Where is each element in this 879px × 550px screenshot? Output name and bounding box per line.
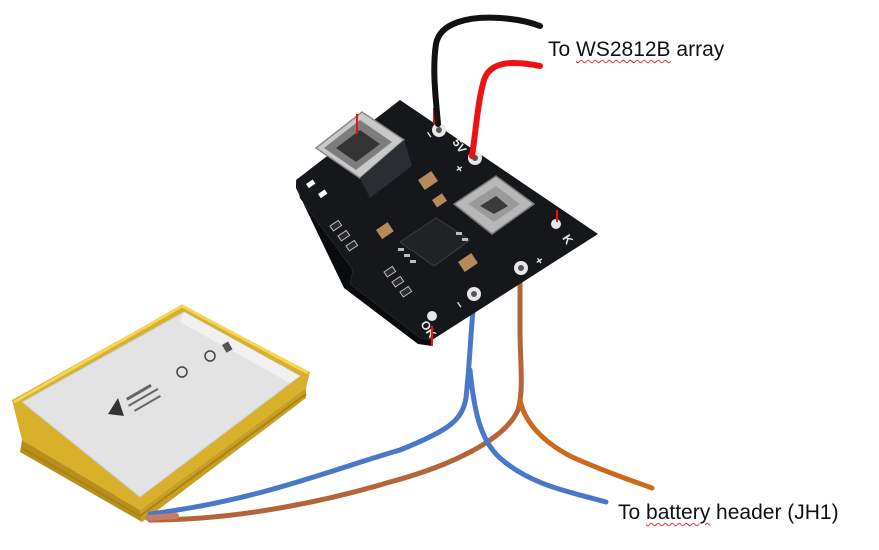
wire-black — [431, 14, 543, 127]
ic-pin — [410, 260, 416, 263]
resistor — [383, 265, 397, 278]
wire-red — [469, 59, 543, 159]
ic-chip — [399, 217, 471, 267]
label-ws-prefix: To — [548, 38, 577, 61]
lipo-battery — [12, 304, 310, 522]
label-ws-suffix: array — [670, 38, 725, 61]
board-pads — [427, 123, 561, 321]
leds — [305, 179, 328, 199]
led — [305, 179, 316, 189]
wire-blue-to-header — [467, 367, 609, 505]
label-bat-suffix: header (JH1) — [710, 501, 839, 524]
ic-pin — [404, 254, 410, 257]
battery-label-shade — [180, 312, 300, 383]
ic-pin — [398, 248, 404, 251]
print-line — [134, 395, 161, 412]
warning-triangle-icon — [108, 398, 124, 416]
recycle-icon — [204, 350, 216, 362]
print-line — [125, 384, 152, 401]
battery-edge-bottom — [21, 393, 307, 518]
output-wires — [431, 14, 543, 159]
bin-icon — [222, 341, 233, 353]
wire-orange-to-header — [517, 397, 655, 491]
inductor — [452, 175, 536, 235]
pad-negative-hole — [436, 127, 442, 133]
resistor — [391, 275, 405, 288]
battery-print — [108, 341, 233, 416]
capacitor — [417, 171, 438, 190]
label-ws2812b-array: To WS2812B array — [548, 38, 724, 62]
resistors — [329, 219, 413, 298]
label-pin-5v: 5V — [450, 136, 470, 156]
inductor-core — [480, 196, 508, 214]
pad-bat-plus-hole — [518, 265, 524, 271]
resistor — [329, 219, 343, 232]
led — [318, 189, 328, 199]
charger-board: − 5V + − + K OK — [296, 100, 598, 346]
wire-orange-to-board — [147, 269, 524, 523]
label-ws-target: WS2812B — [576, 38, 671, 61]
capacitor — [458, 253, 478, 272]
ic-pin — [456, 232, 462, 235]
label-bat-prefix: To — [618, 501, 647, 524]
ce-mark-icon — [176, 366, 188, 378]
ic-pins — [398, 232, 468, 263]
label-bat-word: battery — [646, 501, 711, 524]
resistor — [337, 229, 351, 242]
print-line — [128, 388, 159, 407]
wire-blue-to-board — [147, 297, 477, 517]
passives — [376, 171, 478, 272]
usb-c-base — [360, 140, 412, 198]
pad-ok — [427, 311, 437, 321]
usb-c-tongue — [336, 130, 380, 162]
capacitor — [432, 193, 447, 208]
resistor — [399, 285, 413, 298]
capacitor — [376, 222, 394, 240]
usb-c-connector — [314, 111, 412, 198]
battery-lead-red — [145, 513, 179, 521]
ic-pin — [462, 238, 468, 241]
battery-wires — [145, 269, 655, 523]
label-battery-header: To battery header (JH1) — [618, 501, 839, 525]
battery-edge-highlight — [13, 304, 309, 404]
pad-k — [551, 219, 561, 229]
pad-bat-minus-hole — [471, 291, 477, 297]
resistor — [345, 239, 359, 252]
